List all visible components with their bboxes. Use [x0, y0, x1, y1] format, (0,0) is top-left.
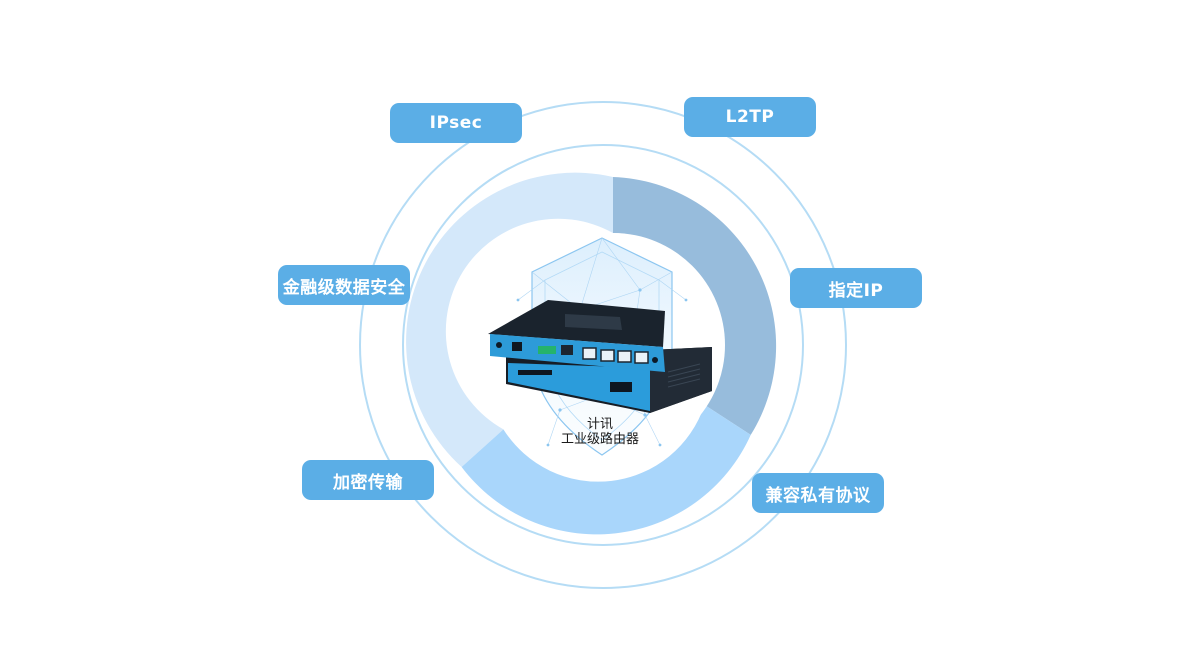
- tag-l2tp: L2TP: [684, 97, 816, 137]
- device-label: 工业级路由器: [560, 432, 639, 447]
- brand-label: 计讯: [586, 417, 613, 432]
- donut-segment-mid: [461, 404, 751, 535]
- router-image: [488, 300, 712, 413]
- middle-ring: [402, 144, 804, 546]
- outer-ring: [359, 101, 847, 589]
- donut-segment-light: [406, 172, 613, 467]
- tag-private-protocol: 兼容私有协议: [752, 473, 884, 513]
- tag-encrypted-transfer: 加密传输: [302, 460, 434, 500]
- tag-fixed-ip: 指定IP: [790, 268, 922, 308]
- tag-ipsec: IPsec: [390, 103, 522, 143]
- tag-finance-security: 金融级数据安全: [278, 265, 410, 305]
